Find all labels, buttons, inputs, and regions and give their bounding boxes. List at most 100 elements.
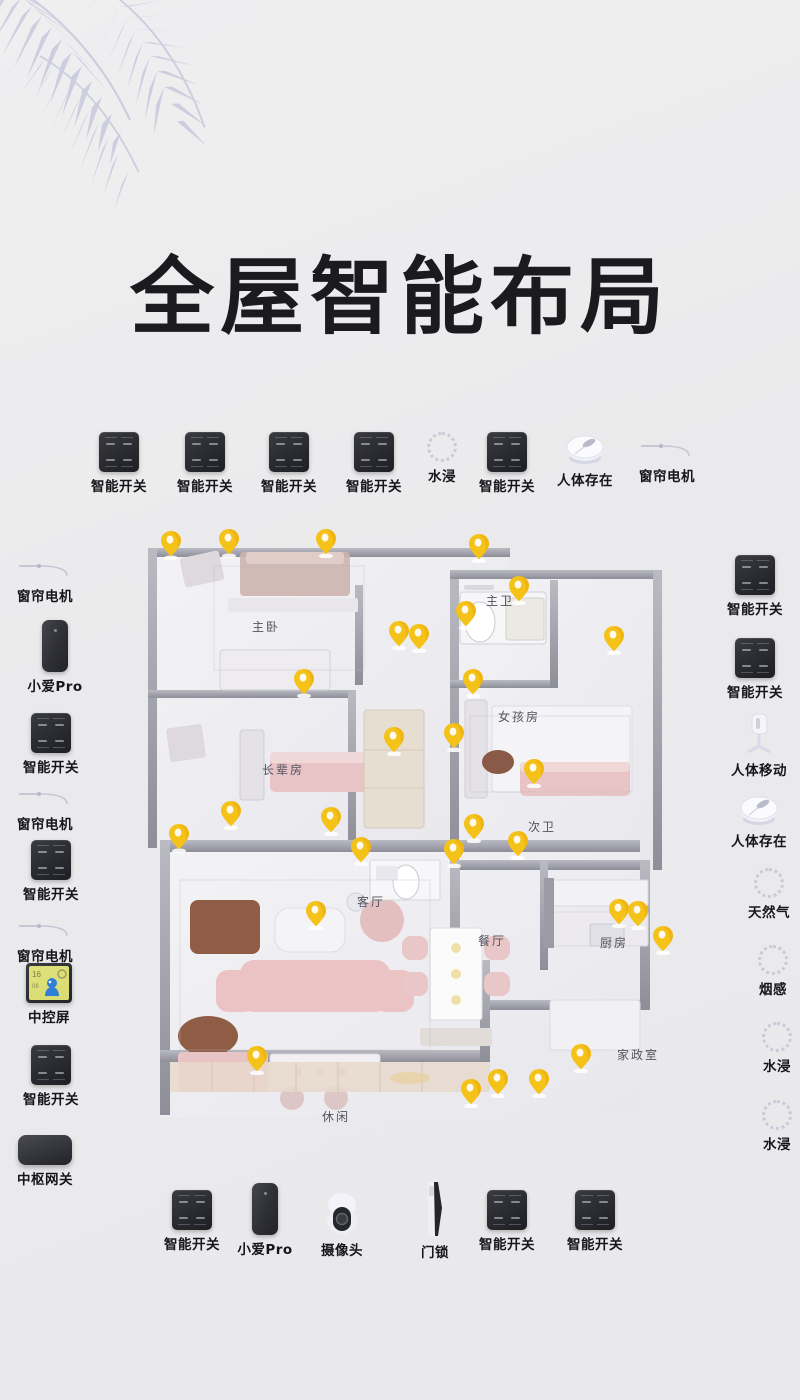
map-pin-6[interactable] — [388, 620, 410, 650]
device-switch-panel-7[interactable]: 智能开关 — [14, 1045, 88, 1108]
room-label-5: 客厅 — [357, 895, 386, 909]
map-pin-22[interactable] — [608, 898, 630, 928]
door-lock-icon — [428, 1182, 442, 1236]
device-water-leak-7[interactable]: 水浸 — [740, 1100, 800, 1153]
device-label: 智能开关 — [23, 760, 79, 776]
device-switch-panel-1[interactable]: 智能开关 — [168, 432, 242, 495]
device-switch-panel-3[interactable]: 智能开关 — [337, 432, 411, 495]
map-pin-19[interactable] — [463, 813, 485, 843]
map-pin-17[interactable] — [350, 836, 372, 866]
floorplan-illustration — [148, 548, 662, 1118]
device-presence-sensor-6[interactable]: 人体存在 — [548, 432, 622, 489]
device-switch-panel-2[interactable]: 智能开关 — [252, 432, 326, 495]
map-pin-20[interactable] — [507, 830, 529, 860]
map-pin-24[interactable] — [652, 925, 674, 955]
switch-panel-icon — [172, 1190, 212, 1230]
map-pin-4[interactable] — [508, 575, 530, 605]
room-label-9: 休闲 — [322, 1110, 351, 1124]
device-water-leak-4[interactable]: 水浸 — [405, 432, 479, 485]
water-leak-icon — [762, 1100, 792, 1130]
switch-panel-icon — [487, 1190, 527, 1230]
map-pin-29[interactable] — [570, 1043, 592, 1073]
device-label: 小爱Pro — [237, 1242, 293, 1258]
smart-speaker-icon — [42, 620, 68, 672]
device-label: 智能开关 — [177, 479, 233, 495]
device-curtain-motor-3[interactable]: 窗帘电机 — [8, 788, 82, 833]
map-pin-28[interactable] — [528, 1068, 550, 1098]
switch-panel-icon — [487, 432, 527, 472]
map-pin-10[interactable] — [462, 668, 484, 698]
device-label: 中枢网关 — [17, 1172, 73, 1188]
device-gas-sensor-4[interactable]: 天然气 — [732, 868, 800, 921]
device-label: 人体存在 — [557, 473, 613, 489]
map-pin-21[interactable] — [305, 900, 327, 930]
map-pin-11[interactable] — [383, 726, 405, 756]
device-switch-panel-4[interactable]: 智能开关 — [14, 840, 88, 903]
device-label: 智能开关 — [479, 479, 535, 495]
switch-panel-icon — [99, 432, 139, 472]
device-switch-panel-0[interactable]: 智能开关 — [718, 555, 792, 618]
water-leak-icon — [427, 432, 457, 462]
device-label: 智能开关 — [727, 685, 783, 701]
device-label: 小爱Pro — [27, 679, 83, 695]
curtain-motor-icon — [641, 444, 690, 457]
device-door-lock-3[interactable]: 门锁 — [398, 1180, 472, 1261]
device-camera-2[interactable]: 摄像头 — [305, 1190, 379, 1259]
map-pin-16[interactable] — [320, 806, 342, 836]
map-pin-18[interactable] — [443, 838, 465, 868]
map-pin-13[interactable] — [523, 758, 545, 788]
device-curtain-motor-0[interactable]: 窗帘电机 — [8, 560, 82, 605]
device-label: 中控屏 — [28, 1010, 70, 1026]
switch-panel-icon — [31, 713, 71, 753]
curtain-motor-icon — [19, 792, 68, 805]
device-smoke-sensor-5[interactable]: 烟感 — [736, 945, 800, 998]
device-curtain-motor-7[interactable]: 窗帘电机 — [630, 440, 704, 485]
map-pin-7[interactable] — [408, 623, 430, 653]
device-label: 人体存在 — [731, 834, 787, 850]
device-switch-panel-5[interactable]: 智能开关 — [470, 432, 544, 495]
map-pin-23[interactable] — [627, 900, 649, 930]
device-water-leak-6[interactable]: 水浸 — [740, 1022, 800, 1075]
map-pin-12[interactable] — [443, 722, 465, 752]
page-title: 全屋智能布局 — [129, 252, 670, 345]
device-presence-sensor-3[interactable]: 人体存在 — [722, 793, 796, 850]
map-pin-9[interactable] — [293, 668, 315, 698]
device-motion-sensor-2[interactable]: 人体移动 — [722, 712, 796, 779]
device-switch-panel-5[interactable]: 智能开关 — [558, 1190, 632, 1253]
device-gateway-hub-8[interactable]: 中枢网关 — [8, 1135, 82, 1188]
device-curtain-motor-5[interactable]: 窗帘电机 — [8, 920, 82, 965]
device-smart-speaker-1[interactable]: 小爱Pro — [228, 1183, 302, 1258]
map-pin-5[interactable] — [455, 600, 477, 630]
water-leak-icon — [762, 1022, 792, 1052]
map-pin-25[interactable] — [246, 1045, 268, 1075]
map-pin-8[interactable] — [603, 625, 625, 655]
device-switch-panel-2[interactable]: 智能开关 — [14, 713, 88, 776]
map-pin-15[interactable] — [220, 800, 242, 830]
map-pin-14[interactable] — [168, 823, 190, 853]
curtain-motor-icon — [19, 564, 68, 577]
smart-speaker-icon — [252, 1183, 278, 1235]
device-switch-panel-4[interactable]: 智能开关 — [470, 1190, 544, 1253]
map-pin-0[interactable] — [160, 530, 182, 560]
motion-sensor-icon — [747, 713, 771, 754]
room-label-8: 家政室 — [617, 1048, 660, 1062]
device-switch-panel-0[interactable]: 智能开关 — [82, 432, 156, 495]
curtain-motor-icon — [19, 924, 68, 937]
map-pin-2[interactable] — [315, 528, 337, 558]
device-label: 窗帘电机 — [17, 949, 73, 965]
switch-panel-icon — [31, 840, 71, 880]
device-label: 智能开关 — [23, 887, 79, 903]
map-pin-27[interactable] — [487, 1068, 509, 1098]
map-pin-1[interactable] — [218, 528, 240, 558]
map-pin-3[interactable] — [468, 533, 490, 563]
device-label: 智能开关 — [567, 1237, 623, 1253]
switch-panel-icon — [185, 432, 225, 472]
device-label: 智能开关 — [727, 602, 783, 618]
device-smart-speaker-1[interactable]: 小爱Pro — [18, 620, 92, 695]
device-switch-panel-1[interactable]: 智能开关 — [718, 638, 792, 701]
device-switch-panel-0[interactable]: 智能开关 — [155, 1190, 229, 1253]
switch-panel-icon — [575, 1190, 615, 1230]
map-pin-26[interactable] — [460, 1078, 482, 1108]
